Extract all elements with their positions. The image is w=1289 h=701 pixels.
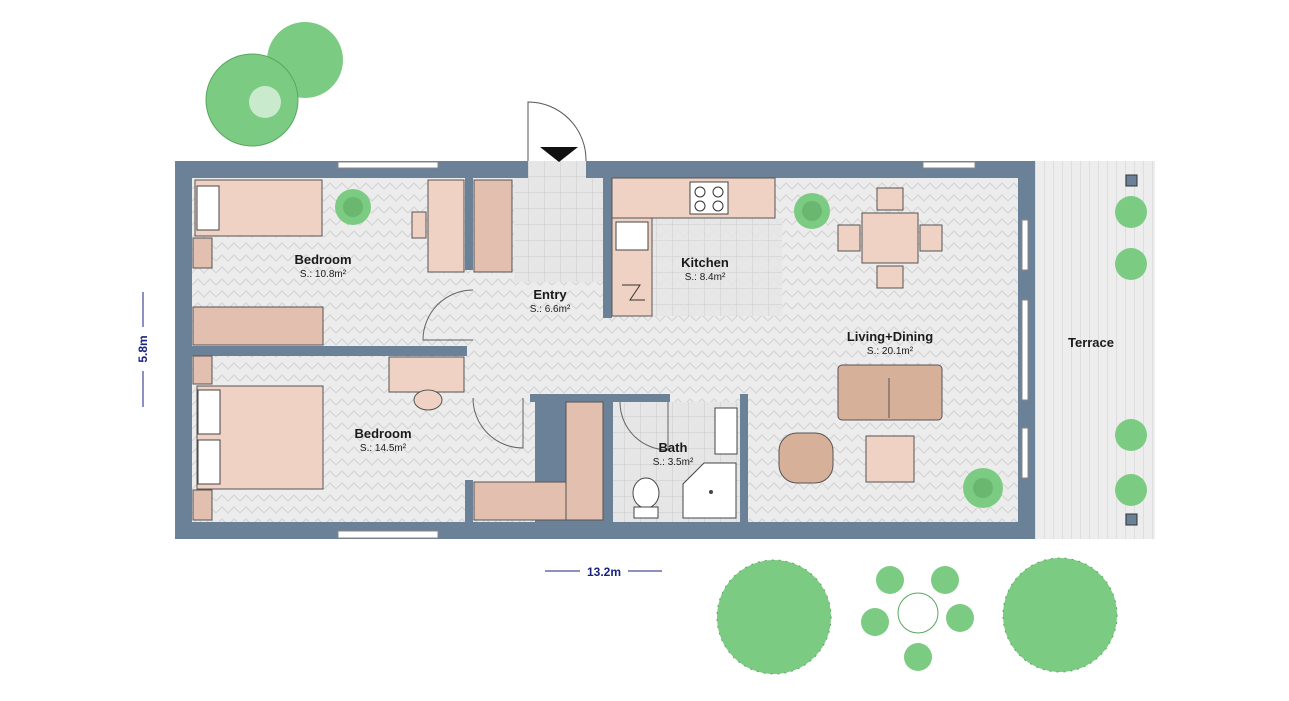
door-bedroom-top xyxy=(422,289,474,341)
toilet-tank xyxy=(633,506,659,519)
dimension-height-bg xyxy=(135,327,151,371)
door-bath xyxy=(619,401,669,451)
shower-tray[interactable] xyxy=(682,462,737,519)
armchair[interactable] xyxy=(778,432,834,484)
room-name-bedroom-bottom: Bedroom xyxy=(354,426,411,441)
window-top-bedroom xyxy=(337,161,439,169)
room-name-entry: Entry xyxy=(533,287,567,302)
chair-bottom-bedroom[interactable] xyxy=(413,389,443,411)
window-right-2 xyxy=(1021,299,1029,401)
entrance-door-swing xyxy=(527,101,587,162)
door-bedroom-bottom xyxy=(472,397,524,449)
dining-table[interactable] xyxy=(861,212,919,264)
coffee-table[interactable] xyxy=(865,435,915,483)
dining-chair-left[interactable] xyxy=(837,224,861,252)
entrance-opening xyxy=(528,161,586,178)
wall-bedroom-bottom-right xyxy=(465,480,473,522)
shrub-icon xyxy=(1115,248,1147,280)
entrance-arrow-icon xyxy=(540,147,578,162)
plant-icon xyxy=(335,189,371,225)
kitchen-sink[interactable] xyxy=(615,221,649,251)
plant-icon xyxy=(794,193,830,229)
stove-burner-icon xyxy=(694,200,706,212)
wall-entry-kitchen xyxy=(603,178,612,318)
room-name-living-dining: Living+Dining xyxy=(847,329,933,344)
floor-entry-tiles xyxy=(514,178,604,282)
wall-entry-bath-top xyxy=(530,394,670,402)
dimension-height-label: 5.8m xyxy=(136,335,150,362)
shower-drain-icon xyxy=(709,490,713,494)
dining-chair-top[interactable] xyxy=(876,187,904,211)
wall-bath-left xyxy=(605,394,613,522)
desk-bottom-bedroom[interactable] xyxy=(388,356,465,393)
tree-icon xyxy=(716,559,832,675)
toilet[interactable] xyxy=(632,477,660,509)
terrace-post xyxy=(1125,174,1138,187)
room-area-bedroom-bottom: S.: 14.5m² xyxy=(360,443,407,454)
wall-bedrooms-divider xyxy=(192,346,467,356)
bed-top-pillow xyxy=(196,185,220,231)
nightstand-bottom-2[interactable] xyxy=(192,489,213,521)
nightstand-bottom-1[interactable] xyxy=(192,355,213,385)
wardrobe-entry-top[interactable] xyxy=(473,179,513,273)
window-right-1 xyxy=(1021,219,1029,271)
dimension-width-label: 13.2m xyxy=(587,565,621,579)
terrace-post xyxy=(1125,513,1138,526)
wardrobe-top-bedroom[interactable] xyxy=(192,306,324,346)
sofa[interactable] xyxy=(837,364,943,421)
tree-icon xyxy=(861,566,974,671)
bed-bottom-pillow-2 xyxy=(197,439,221,485)
window-right-3 xyxy=(1021,427,1029,479)
nightstand-top[interactable] xyxy=(192,237,213,269)
room-area-living-dining: S.: 20.1m² xyxy=(867,346,914,357)
room-area-entry: S.: 6.6m² xyxy=(530,304,571,315)
shrub-icon xyxy=(1115,419,1147,451)
bath-sink[interactable] xyxy=(714,407,738,455)
terrace-label: Terrace xyxy=(1068,335,1114,350)
wall-bedroom-top-right xyxy=(465,178,473,270)
window-top-living xyxy=(922,161,976,169)
room-area-bath: S.: 3.5m² xyxy=(653,457,694,468)
wardrobe-entry-bottom-vertical[interactable] xyxy=(565,401,604,521)
room-area-bedroom-top: S.: 10.8m² xyxy=(300,269,347,280)
window-bottom-bedroom xyxy=(337,530,439,539)
stove-burner-icon xyxy=(694,186,706,198)
floor-entry-strip xyxy=(465,300,615,350)
shrub-icon xyxy=(1115,474,1147,506)
room-name-bedroom-top: Bedroom xyxy=(294,252,351,267)
shrub-icon xyxy=(1115,196,1147,228)
tree-icon xyxy=(205,22,343,147)
dimension-width-bg xyxy=(580,563,628,579)
fridge-icon xyxy=(622,284,645,301)
bed-bottom-pillow-1 xyxy=(197,389,221,435)
plant-icon xyxy=(963,468,1003,508)
room-name-kitchen: Kitchen xyxy=(681,255,729,270)
wardrobe-entry-bottom-horizontal[interactable] xyxy=(473,481,567,521)
stove-burner-icon xyxy=(712,200,724,212)
dining-chair-right[interactable] xyxy=(919,224,943,252)
chair-top-bedroom[interactable] xyxy=(411,211,427,239)
wall-bath-right xyxy=(740,394,748,522)
room-name-bath: Bath xyxy=(659,440,688,455)
dining-chair-bottom[interactable] xyxy=(876,265,904,289)
desk-top-bedroom[interactable] xyxy=(427,179,465,273)
stove-burner-icon xyxy=(712,186,724,198)
room-area-kitchen: S.: 8.4m² xyxy=(685,272,726,283)
tree-icon xyxy=(1002,557,1118,673)
